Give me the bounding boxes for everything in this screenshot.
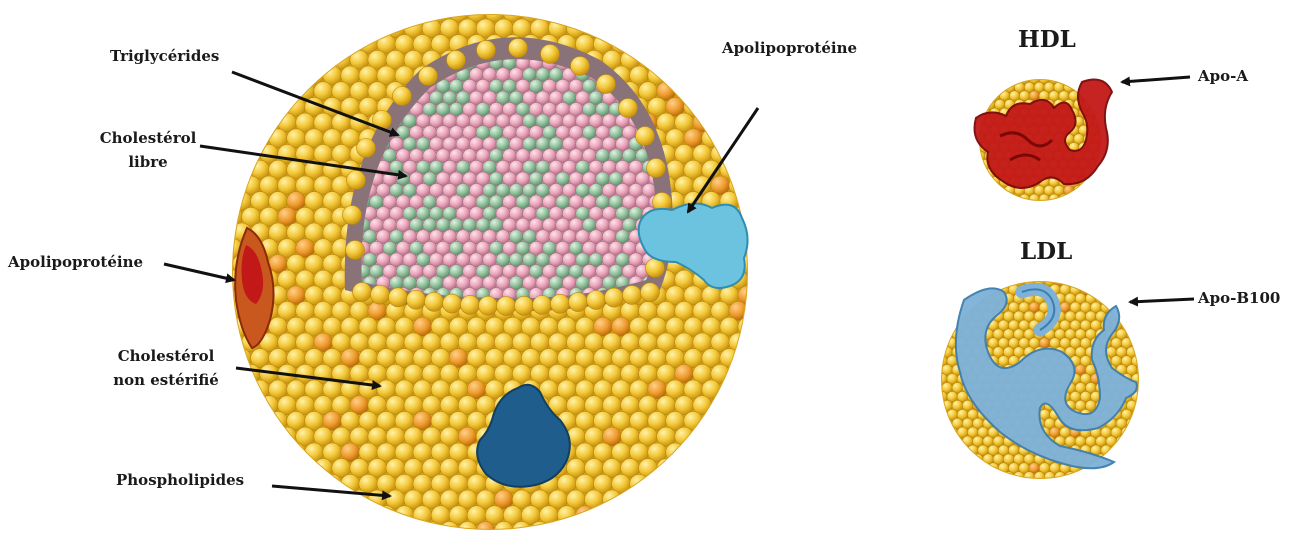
label-cholesterol-libre-line1: Cholestérol — [92, 126, 204, 150]
label-cholesterol-libre: Cholestérol libre — [92, 126, 204, 174]
main-lipoprotein-particle — [215, 3, 757, 535]
label-triglycerides: Triglycérides — [110, 44, 219, 68]
arrow-apo-a — [1122, 77, 1190, 82]
label-cholesterol-non-esterifie-line1: Cholestérol — [104, 344, 228, 368]
label-apo-a: Apo-A — [1198, 64, 1248, 88]
hdl-title: HDL — [1018, 26, 1076, 53]
label-apolipoproteine-right: Apolipoprotéine — [722, 36, 857, 60]
label-phospholipides: Phospholipides — [116, 468, 244, 492]
ldl-title: LDL — [1020, 238, 1072, 265]
arrow-apolipoproteine-left — [164, 264, 234, 280]
ldl-particle — [937, 275, 1148, 482]
label-cholesterol-libre-line2: libre — [92, 150, 204, 174]
label-apo-b100: Apo-B100 — [1198, 286, 1280, 310]
label-apolipoproteine-left: Apolipoprotéine — [8, 250, 143, 274]
label-cholesterol-non-esterifie-line2: non estérifié — [104, 368, 228, 392]
hdl-particle — [975, 74, 1113, 205]
label-cholesterol-non-esterifie: Cholestérol non estérifié — [104, 344, 228, 392]
arrow-apo-b100 — [1130, 299, 1194, 302]
